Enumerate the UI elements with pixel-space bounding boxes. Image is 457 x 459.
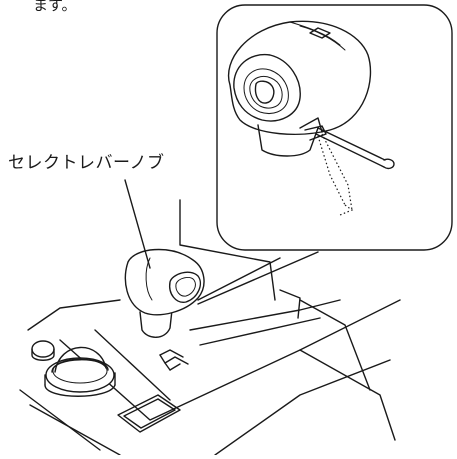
select-lever-knob-label: セレクトレバーノブ — [8, 148, 164, 173]
top-text-fragment: ます。 — [33, 0, 77, 15]
small-button — [32, 341, 54, 360]
control-dial — [45, 347, 115, 396]
gear-indicator — [160, 350, 188, 370]
select-lever-knob — [125, 249, 204, 337]
detail-inset — [198, 5, 452, 304]
